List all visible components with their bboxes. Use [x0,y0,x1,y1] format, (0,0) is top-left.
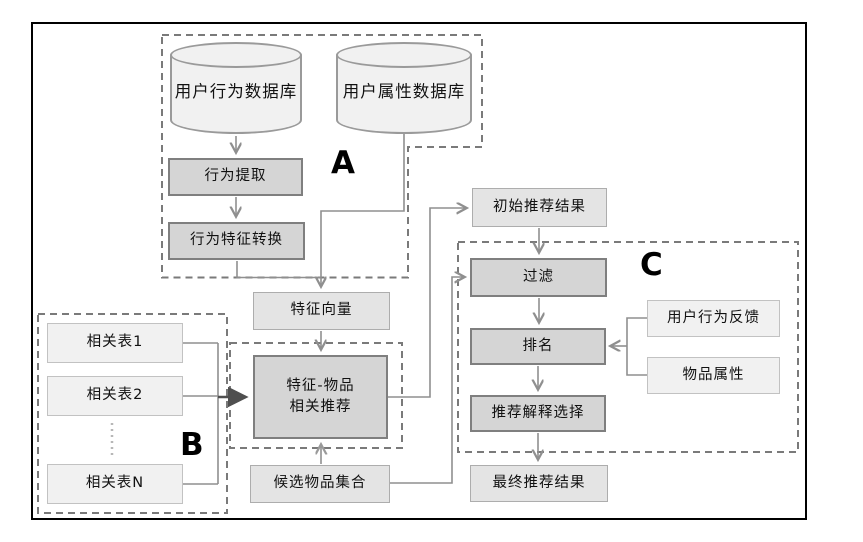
node-behavior-extraction: 行为提取 [168,158,303,196]
user-behavior-db-label: 用户行为数据库 [174,82,298,101]
group-label-b: B [180,427,204,463]
node-initial-rec-result: 初始推荐结果 [472,188,607,227]
node-feature-item-recommendation: 特征-物品 相关推荐 [253,355,388,439]
node-feature-vector: 特征向量 [253,292,390,330]
feature-item-line1: 特征-物品 [286,377,355,394]
cylinder-top-ellipse [170,42,302,68]
node-related-table-n: 相关表N [47,464,183,504]
user-attribute-db-label: 用户属性数据库 [342,82,466,101]
node-related-table-2: 相关表2 [47,376,183,416]
node-ranking: 排名 [470,328,606,365]
feature-item-line2: 相关推荐 [289,399,352,415]
node-final-rec-result: 最终推荐结果 [470,465,608,502]
node-rec-explanation-selection: 推荐解释选择 [470,395,606,432]
node-item-attributes: 物品属性 [647,357,780,394]
node-filter: 过滤 [470,258,607,297]
group-label-c: C [640,247,663,283]
node-behavior-feature-conversion: 行为特征转换 [168,222,305,260]
cylinder-top-ellipse [336,42,472,68]
node-related-table-1: 相关表1 [47,323,183,363]
node-candidate-item-set: 候选物品集合 [250,465,390,503]
group-label-a: A [331,145,355,181]
user-attribute-db-cylinder: 用户属性数据库 [336,42,472,134]
user-behavior-db-cylinder: 用户行为数据库 [170,42,302,134]
node-user-behavior-feedback: 用户行为反馈 [647,300,780,337]
